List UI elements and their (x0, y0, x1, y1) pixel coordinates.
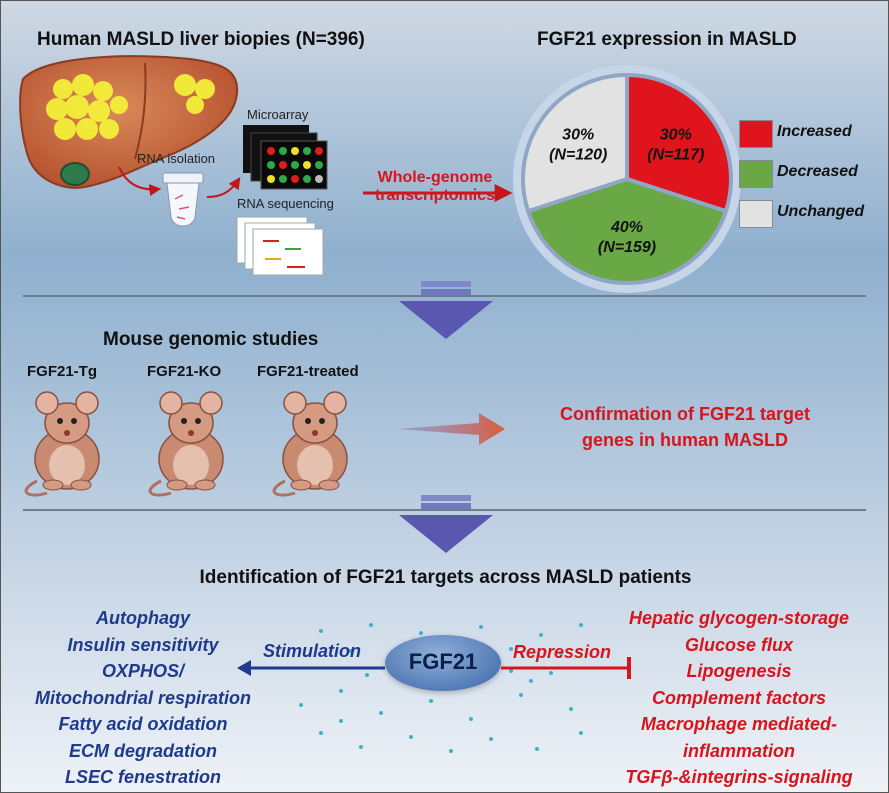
stimulated-item: OXPHOS/ (101, 661, 185, 681)
pie-pct-label: 30% (562, 127, 594, 144)
pie-slice-unchanged (521, 72, 629, 214)
stimulated-item: Mitochondrial respiration (34, 687, 252, 708)
repressed-list: Hepatic glycogen-storage Glucose flux Li… (599, 605, 879, 791)
legend-swatch-decreased (739, 160, 773, 188)
stimulated-list: Autophagy Insulin sensitivity OXPHOS/ Mi… (9, 605, 277, 791)
rna-isolation-label: RNA isolation (137, 151, 216, 166)
stimulated-item: ECM degradation (68, 740, 217, 761)
legend-label-decreased: Decreased (777, 163, 858, 180)
stimulation-arrow-icon (237, 660, 385, 676)
mouse-label-ko: FGF21-KO (147, 363, 222, 380)
confirmation-arrow-icon (397, 413, 505, 445)
confirmation-line-1: Confirmation of FGF21 target (559, 404, 810, 424)
confirmation-text: Confirmation of FGF21 target genes in hu… (525, 401, 845, 453)
microarray-icon (243, 125, 328, 190)
pie-chart: 30% (N=117) 40% (N=159) 30% (N=120) (513, 65, 741, 293)
down-arrow-icon (399, 281, 493, 339)
pie-slice-increased (625, 72, 733, 214)
stimulated-item: Insulin sensitivity (67, 634, 219, 655)
repression-inhibit-icon (501, 657, 631, 679)
wgt-line-2: transcriptomics (374, 187, 496, 204)
repressed-item: TGFβ-&integrins-signaling (625, 767, 853, 787)
pie-pct-label: 40% (610, 219, 643, 236)
legend-swatch-unchanged (739, 200, 773, 228)
separator-2 (23, 509, 866, 511)
wgt-label: Whole-genome transcriptomics (367, 169, 503, 205)
separator-1 (23, 295, 866, 297)
pie-n-label: (N=120) (549, 147, 607, 164)
pie-slice-decreased (525, 176, 729, 285)
repressed-item: Hepatic glycogen-storage (628, 608, 850, 628)
legend-swatch-increased (739, 120, 773, 148)
pie-n-label: (N=117) (647, 147, 704, 164)
confirmation-line-2: genes in human MASLD (581, 430, 788, 450)
down-arrow-2-icon (399, 495, 493, 553)
microarray-label: Microarray (247, 107, 309, 122)
pie-pct-label: 30% (660, 127, 692, 144)
tube-icon (162, 172, 204, 227)
mouse-ko-icon (148, 390, 225, 497)
stimulated-item: Fatty acid oxidation (58, 714, 228, 734)
repressed-item: Macrophage mediated- (640, 714, 838, 734)
mouse-tg-icon (24, 390, 101, 497)
repression-label: Repression (513, 642, 612, 662)
pie-n-label: (N=159) (598, 239, 656, 256)
targets-title: Identification of FGF21 targets across M… (199, 567, 692, 588)
repressed-item: Glucose flux (684, 634, 794, 655)
sequencing-pages-icon (236, 216, 324, 276)
mouse-title: Mouse genomic studies (103, 329, 319, 350)
stimulated-item: Autophagy (96, 608, 190, 628)
biopsy-title: Human MASLD liver biopies (N=396) (37, 29, 365, 50)
mouse-label-treated: FGF21-treated (257, 363, 359, 380)
fgf21-label: FGF21 (408, 649, 478, 674)
wgt-line-1: Whole-genome (377, 169, 493, 186)
repressed-item: inflammation (682, 740, 795, 761)
stimulated-item: LSEC fenestration (64, 767, 222, 787)
mouse-treated-icon (272, 390, 349, 497)
repressed-item: Lipogenesis (686, 661, 792, 681)
fgf21-node (385, 635, 501, 691)
stimulation-label: Stimulation (263, 641, 361, 661)
repressed-item: Complement factors (651, 687, 827, 708)
legend-label-increased: Increased (777, 123, 852, 140)
mice-illustration (24, 390, 349, 497)
legend-label-unchanged: Unchanged (777, 203, 865, 220)
pie-title: FGF21 expression in MASLD (537, 29, 797, 50)
rna-sequencing-label: RNA sequencing (237, 196, 334, 211)
scatter-dots (299, 623, 583, 753)
liver-icon (19, 55, 239, 189)
process-arrows (118, 166, 513, 202)
mouse-label-tg: FGF21-Tg (27, 363, 97, 380)
